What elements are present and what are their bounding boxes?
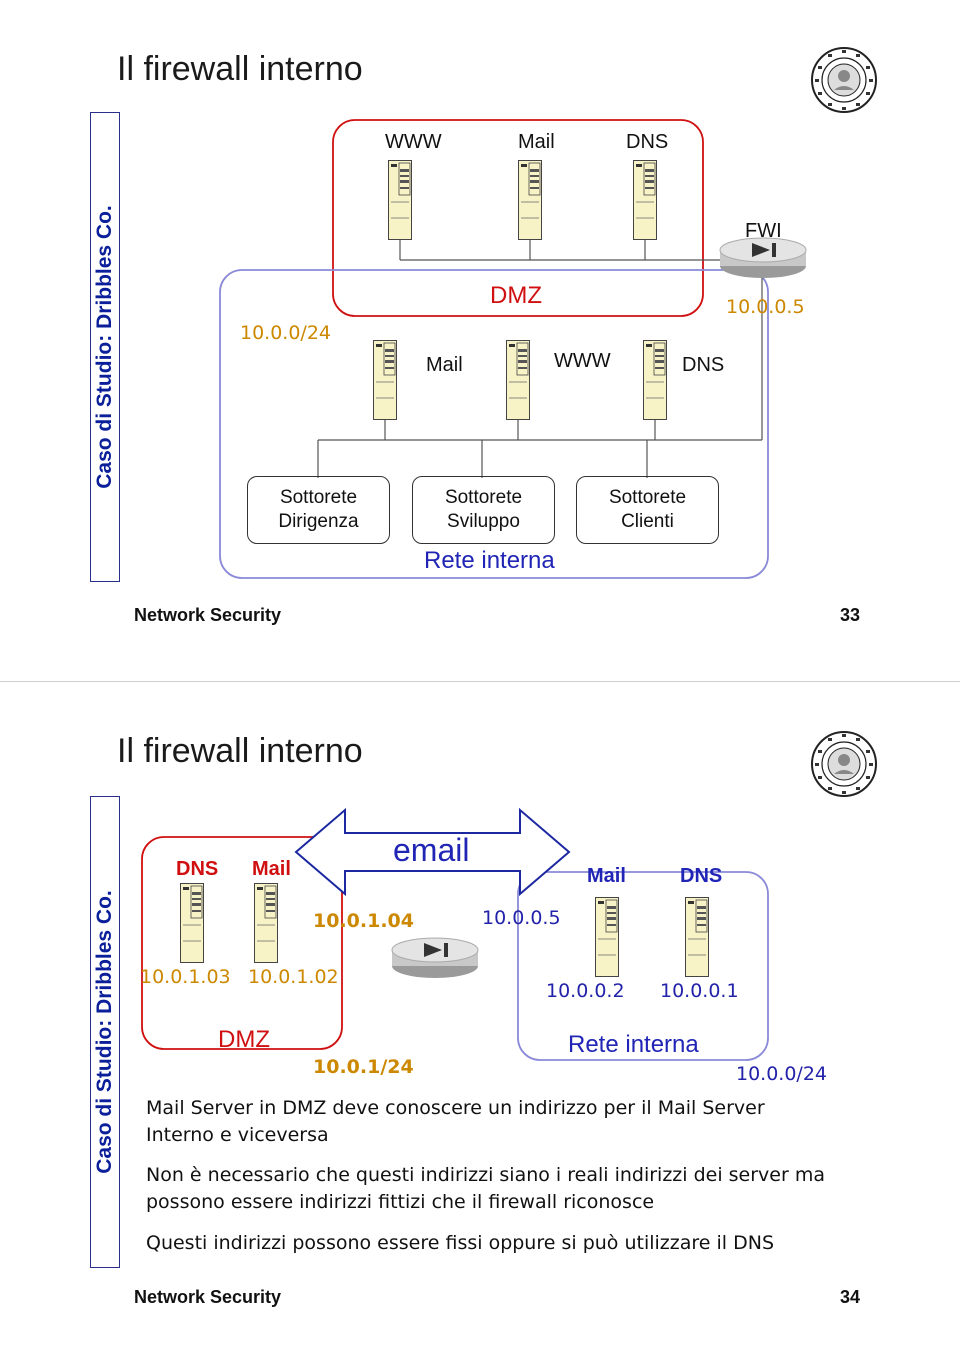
double-arrow-icon bbox=[294, 807, 571, 897]
internal-server-label-mail: Mail bbox=[587, 865, 626, 887]
paragraph-2: Non è necessario che questi indirizzi si… bbox=[146, 1162, 866, 1216]
sidebar: Caso di Studio: Dribbles Co. bbox=[90, 112, 120, 582]
internal-server-label-dns: DNS bbox=[680, 865, 723, 887]
firewall-router-icon bbox=[390, 936, 480, 980]
server-icon bbox=[506, 340, 530, 420]
server-icon bbox=[388, 160, 412, 240]
dmz-server-label-dns: DNS bbox=[626, 131, 669, 153]
subnet-line1: Sottorete bbox=[444, 487, 523, 508]
network-wiring bbox=[219, 119, 769, 579]
slide-title: Il firewall interno bbox=[117, 50, 363, 88]
internal-server-label-mail: Mail bbox=[426, 354, 463, 376]
dmz-network-ip: 10.0.1/24 bbox=[313, 1056, 414, 1078]
dmz-label: DMZ bbox=[490, 282, 542, 309]
subnet-line1: Sottorete bbox=[279, 487, 358, 508]
firewall-router-icon bbox=[718, 236, 808, 280]
network-wiring bbox=[141, 807, 769, 1061]
paragraph-line: Non è necessario che questi indirizzi si… bbox=[146, 1164, 825, 1186]
firewall-ip: 10.0.0.5 bbox=[726, 296, 805, 318]
paragraph-3: Questi indirizzi possono essere fissi op… bbox=[146, 1230, 866, 1257]
dmz-dns-ip: 10.0.1.03 bbox=[140, 966, 231, 988]
slide-title: Il firewall interno bbox=[117, 732, 363, 770]
dmz-mail-ip: 10.0.1.02 bbox=[248, 966, 339, 988]
paragraph-line: Questi indirizzi possono essere fissi op… bbox=[146, 1232, 775, 1254]
firewall-dmz-ip: 10.0.1.04 bbox=[313, 910, 414, 932]
footer-title: Network Security bbox=[134, 605, 282, 625]
server-icon bbox=[518, 160, 542, 240]
server-icon bbox=[180, 883, 204, 963]
server-icon bbox=[643, 340, 667, 420]
server-icon bbox=[595, 897, 619, 977]
paragraph-1: Mail Server in DMZ deve conoscere un ind… bbox=[146, 1095, 866, 1149]
internal-server-label-dns: DNS bbox=[682, 354, 725, 376]
internal-server-label-www: WWW bbox=[554, 350, 611, 372]
paragraph-line: Interno e viceversa bbox=[146, 1124, 329, 1146]
dmz-server-label-mail: Mail bbox=[252, 858, 291, 880]
email-label: email bbox=[393, 832, 470, 868]
internal-network-ip: 10.0.0/24 bbox=[736, 1063, 828, 1085]
firewall-label: FWI bbox=[745, 220, 782, 242]
page-number: 34 bbox=[840, 1287, 861, 1307]
dmz-server-label-mail: Mail bbox=[518, 131, 555, 153]
firewall-internal-ip: 10.0.0.5 bbox=[482, 907, 561, 929]
server-icon bbox=[685, 897, 709, 977]
paragraph-line: possono essere indirizzi fittizi che il … bbox=[146, 1191, 655, 1213]
server-icon bbox=[373, 340, 397, 420]
paragraph-line: Mail Server in DMZ deve conoscere un ind… bbox=[146, 1097, 765, 1119]
internal-network-label: Rete interna bbox=[568, 1031, 699, 1058]
subnet-line2: Dirigenza bbox=[278, 511, 359, 532]
subnet-line1: Sottorete bbox=[608, 487, 687, 508]
footer-title: Network Security bbox=[134, 1287, 282, 1307]
subnet-line2: Sviluppo bbox=[447, 511, 520, 532]
server-icon bbox=[254, 883, 278, 963]
page-number: 33 bbox=[840, 605, 861, 625]
slide-divider bbox=[0, 681, 960, 682]
subnet-line2: Clienti bbox=[621, 511, 674, 532]
internal-network-ip: 10.0.0/24 bbox=[240, 322, 332, 344]
dmz-label: DMZ bbox=[218, 1026, 270, 1053]
internal-mail-ip: 10.0.0.2 bbox=[546, 980, 625, 1002]
server-icon bbox=[633, 160, 657, 240]
internal-dns-ip: 10.0.0.1 bbox=[660, 980, 739, 1002]
internal-network-label: Rete interna bbox=[424, 547, 555, 574]
dmz-server-label-www: WWW bbox=[385, 131, 442, 153]
dmz-server-label-dns: DNS bbox=[176, 858, 219, 880]
sidebar: Caso di Studio: Dribbles Co. bbox=[90, 796, 120, 1268]
